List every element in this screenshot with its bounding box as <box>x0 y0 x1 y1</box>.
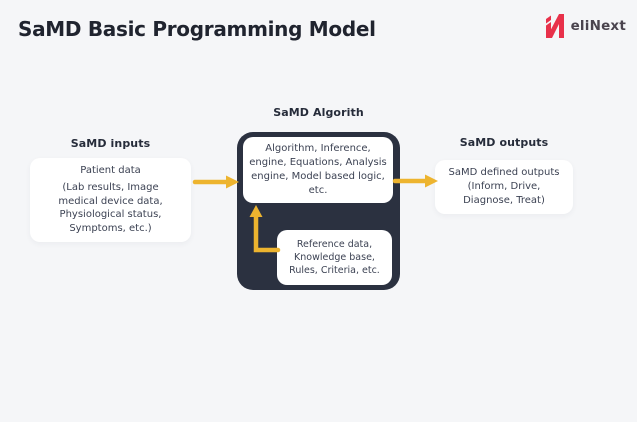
patient-data-box-title: Patient data <box>80 165 141 176</box>
outputs-box: SaMD defined outputs (Inform, Drive, Dia… <box>435 160 573 214</box>
input-to-algorithm-arrow <box>192 175 239 189</box>
inputs-section-label: SaMD inputs <box>70 137 151 150</box>
elinext-logo-text: eliNext <box>570 18 626 34</box>
algorithm-process-box: Algorithm, Inference, engine, Equations,… <box>243 137 393 203</box>
algorithm-section-label: SaMD Algorith <box>273 106 364 119</box>
page-title: SaMD Basic Programming Model <box>18 17 376 41</box>
outputs-section-label: SaMD outputs <box>459 136 549 149</box>
patient-data-box-body: (Lab results, Image medical device data,… <box>58 181 163 235</box>
reference-data-box: Reference data, Knowledge base, Rules, C… <box>277 230 392 285</box>
elinext-logo-icon <box>545 14 564 38</box>
patient-data-box: Patient data (Lab results, Image medical… <box>30 158 191 242</box>
algorithm-to-output-arrow <box>392 174 438 188</box>
elinext-logo: eliNext <box>545 14 626 38</box>
